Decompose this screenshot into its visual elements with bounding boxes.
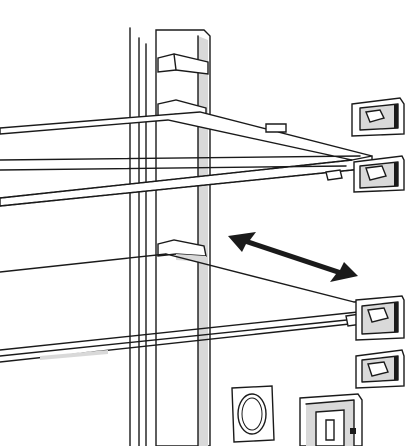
right-clip-lower-shelf bbox=[355, 295, 405, 341]
upper-shelf bbox=[0, 111, 373, 207]
double-arrow-icon bbox=[228, 232, 358, 282]
control-panel-icon bbox=[299, 393, 363, 446]
right-clip-bottom bbox=[355, 349, 405, 389]
round-button-icon bbox=[231, 385, 275, 443]
lower-shelf bbox=[0, 253, 377, 363]
left-wall bbox=[129, 27, 147, 446]
support-rail bbox=[155, 29, 211, 446]
right-clip-top bbox=[351, 97, 405, 137]
right-clip-upper-shelf bbox=[353, 155, 405, 193]
